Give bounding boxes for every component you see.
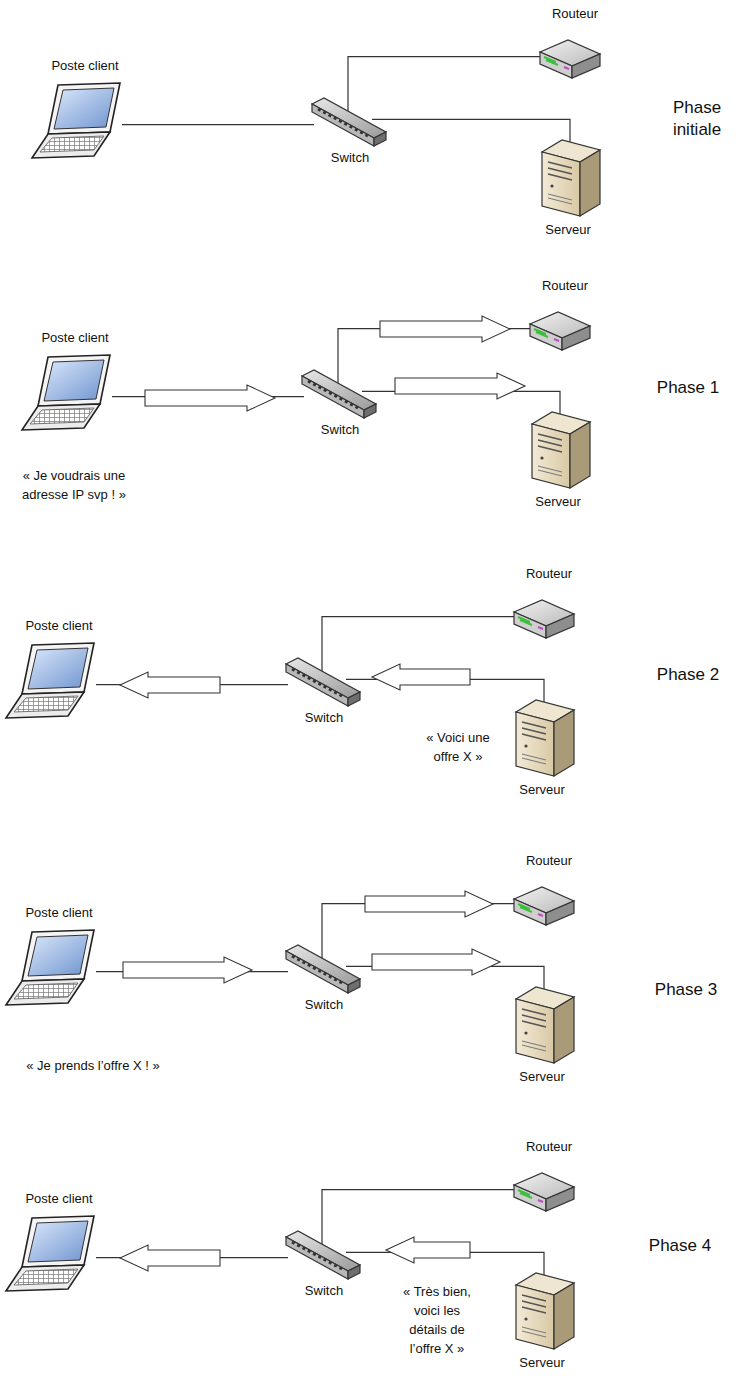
device-label: Poste client — [25, 905, 92, 920]
device-label: Serveur — [519, 1355, 565, 1370]
switch-node: Switch — [308, 96, 388, 148]
speech-text: « Voici une offre X » — [418, 728, 498, 766]
switch-node: Switch — [298, 368, 378, 420]
laptop-node: Poste client — [4, 642, 96, 720]
switch-node: Switch — [282, 656, 362, 708]
laptop-icon — [4, 929, 96, 1007]
router-node: Routeur — [528, 308, 592, 354]
laptop-node: Poste client — [20, 354, 112, 432]
network-cable — [372, 119, 570, 142]
server-icon — [512, 985, 576, 1065]
router-node: Routeur — [512, 1169, 576, 1215]
phase-label: Phase initiale — [662, 97, 732, 141]
device-label: Switch — [305, 1283, 343, 1298]
speech-text: « Je prends l’offre X ! » — [8, 1056, 178, 1075]
message-arrow — [380, 316, 510, 342]
phase-label: Phase 2 — [657, 664, 719, 686]
device-label: Poste client — [51, 58, 118, 73]
phase-label: Phase 4 — [649, 1235, 711, 1257]
laptop-icon — [30, 82, 122, 160]
device-label: Routeur — [526, 1139, 572, 1154]
phase-label: Phase 1 — [657, 377, 719, 399]
server-node: Serveur — [538, 138, 602, 218]
server-icon — [538, 138, 602, 218]
device-label: Switch — [331, 150, 369, 165]
laptop-node: Poste client — [4, 929, 96, 1007]
device-label: Poste client — [41, 330, 108, 345]
phase-label: Phase 3 — [655, 979, 717, 1001]
server-node: Serveur — [528, 410, 592, 490]
network-cable — [348, 57, 540, 112]
device-label: Serveur — [519, 1069, 565, 1084]
switch-icon — [282, 943, 362, 995]
laptop-icon — [4, 642, 96, 720]
device-label: Routeur — [526, 853, 572, 868]
message-arrow — [372, 949, 500, 975]
server-node: Serveur — [512, 985, 576, 1065]
message-arrow — [395, 373, 525, 399]
router-icon — [512, 1169, 576, 1215]
device-label: Poste client — [25, 1191, 92, 1206]
server-node: Serveur — [512, 1271, 576, 1351]
device-label: Serveur — [519, 782, 565, 797]
server-icon — [512, 1271, 576, 1351]
server-icon — [512, 698, 576, 778]
device-label: Serveur — [545, 222, 591, 237]
device-label: Routeur — [542, 278, 588, 293]
speech-text: « Je voudrais une adresse IP svp ! » — [18, 466, 130, 504]
switch-node: Switch — [282, 943, 362, 995]
network-cable — [122, 124, 314, 125]
laptop-node: Poste client — [30, 82, 122, 160]
device-label: Serveur — [535, 494, 581, 509]
switch-icon — [308, 96, 388, 148]
switch-icon — [282, 1229, 362, 1281]
device-label: Switch — [305, 710, 343, 725]
switch-icon — [282, 656, 362, 708]
speech-text: « Très bien, voici les détails de l’offr… — [398, 1282, 476, 1358]
device-label: Routeur — [552, 6, 598, 21]
network-cable — [322, 617, 514, 672]
laptop-icon — [4, 1215, 96, 1293]
message-arrow — [386, 1237, 470, 1263]
router-icon — [538, 36, 602, 82]
router-icon — [512, 596, 576, 642]
router-icon — [528, 308, 592, 354]
server-icon — [528, 410, 592, 490]
network-cable — [362, 391, 560, 414]
message-arrow — [372, 664, 470, 690]
device-label: Switch — [321, 422, 359, 437]
switch-node: Switch — [282, 1229, 362, 1281]
router-node: Routeur — [512, 596, 576, 642]
message-arrow — [120, 1245, 220, 1271]
message-arrow — [123, 957, 252, 983]
laptop-icon — [20, 354, 112, 432]
laptop-node: Poste client — [4, 1215, 96, 1293]
device-label: Switch — [305, 997, 343, 1012]
message-arrow — [365, 891, 493, 917]
server-node: Serveur — [512, 698, 576, 778]
device-label: Routeur — [526, 566, 572, 581]
message-arrow — [120, 672, 220, 698]
device-label: Poste client — [25, 618, 92, 633]
network-cable — [322, 1190, 514, 1245]
router-node: Routeur — [538, 36, 602, 82]
switch-icon — [298, 368, 378, 420]
router-icon — [512, 883, 576, 929]
router-node: Routeur — [512, 883, 576, 929]
message-arrow — [145, 385, 275, 411]
